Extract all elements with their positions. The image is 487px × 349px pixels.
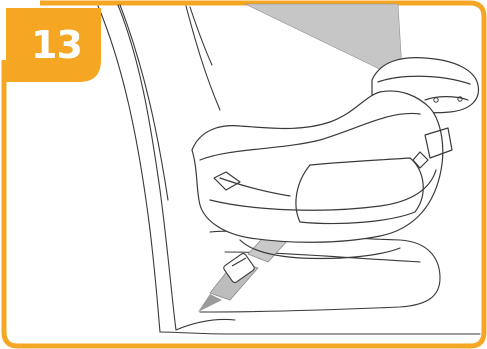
step-number-badge: 13 (6, 8, 101, 82)
step-number: 13 (31, 23, 82, 67)
child-car-seat (192, 58, 478, 259)
